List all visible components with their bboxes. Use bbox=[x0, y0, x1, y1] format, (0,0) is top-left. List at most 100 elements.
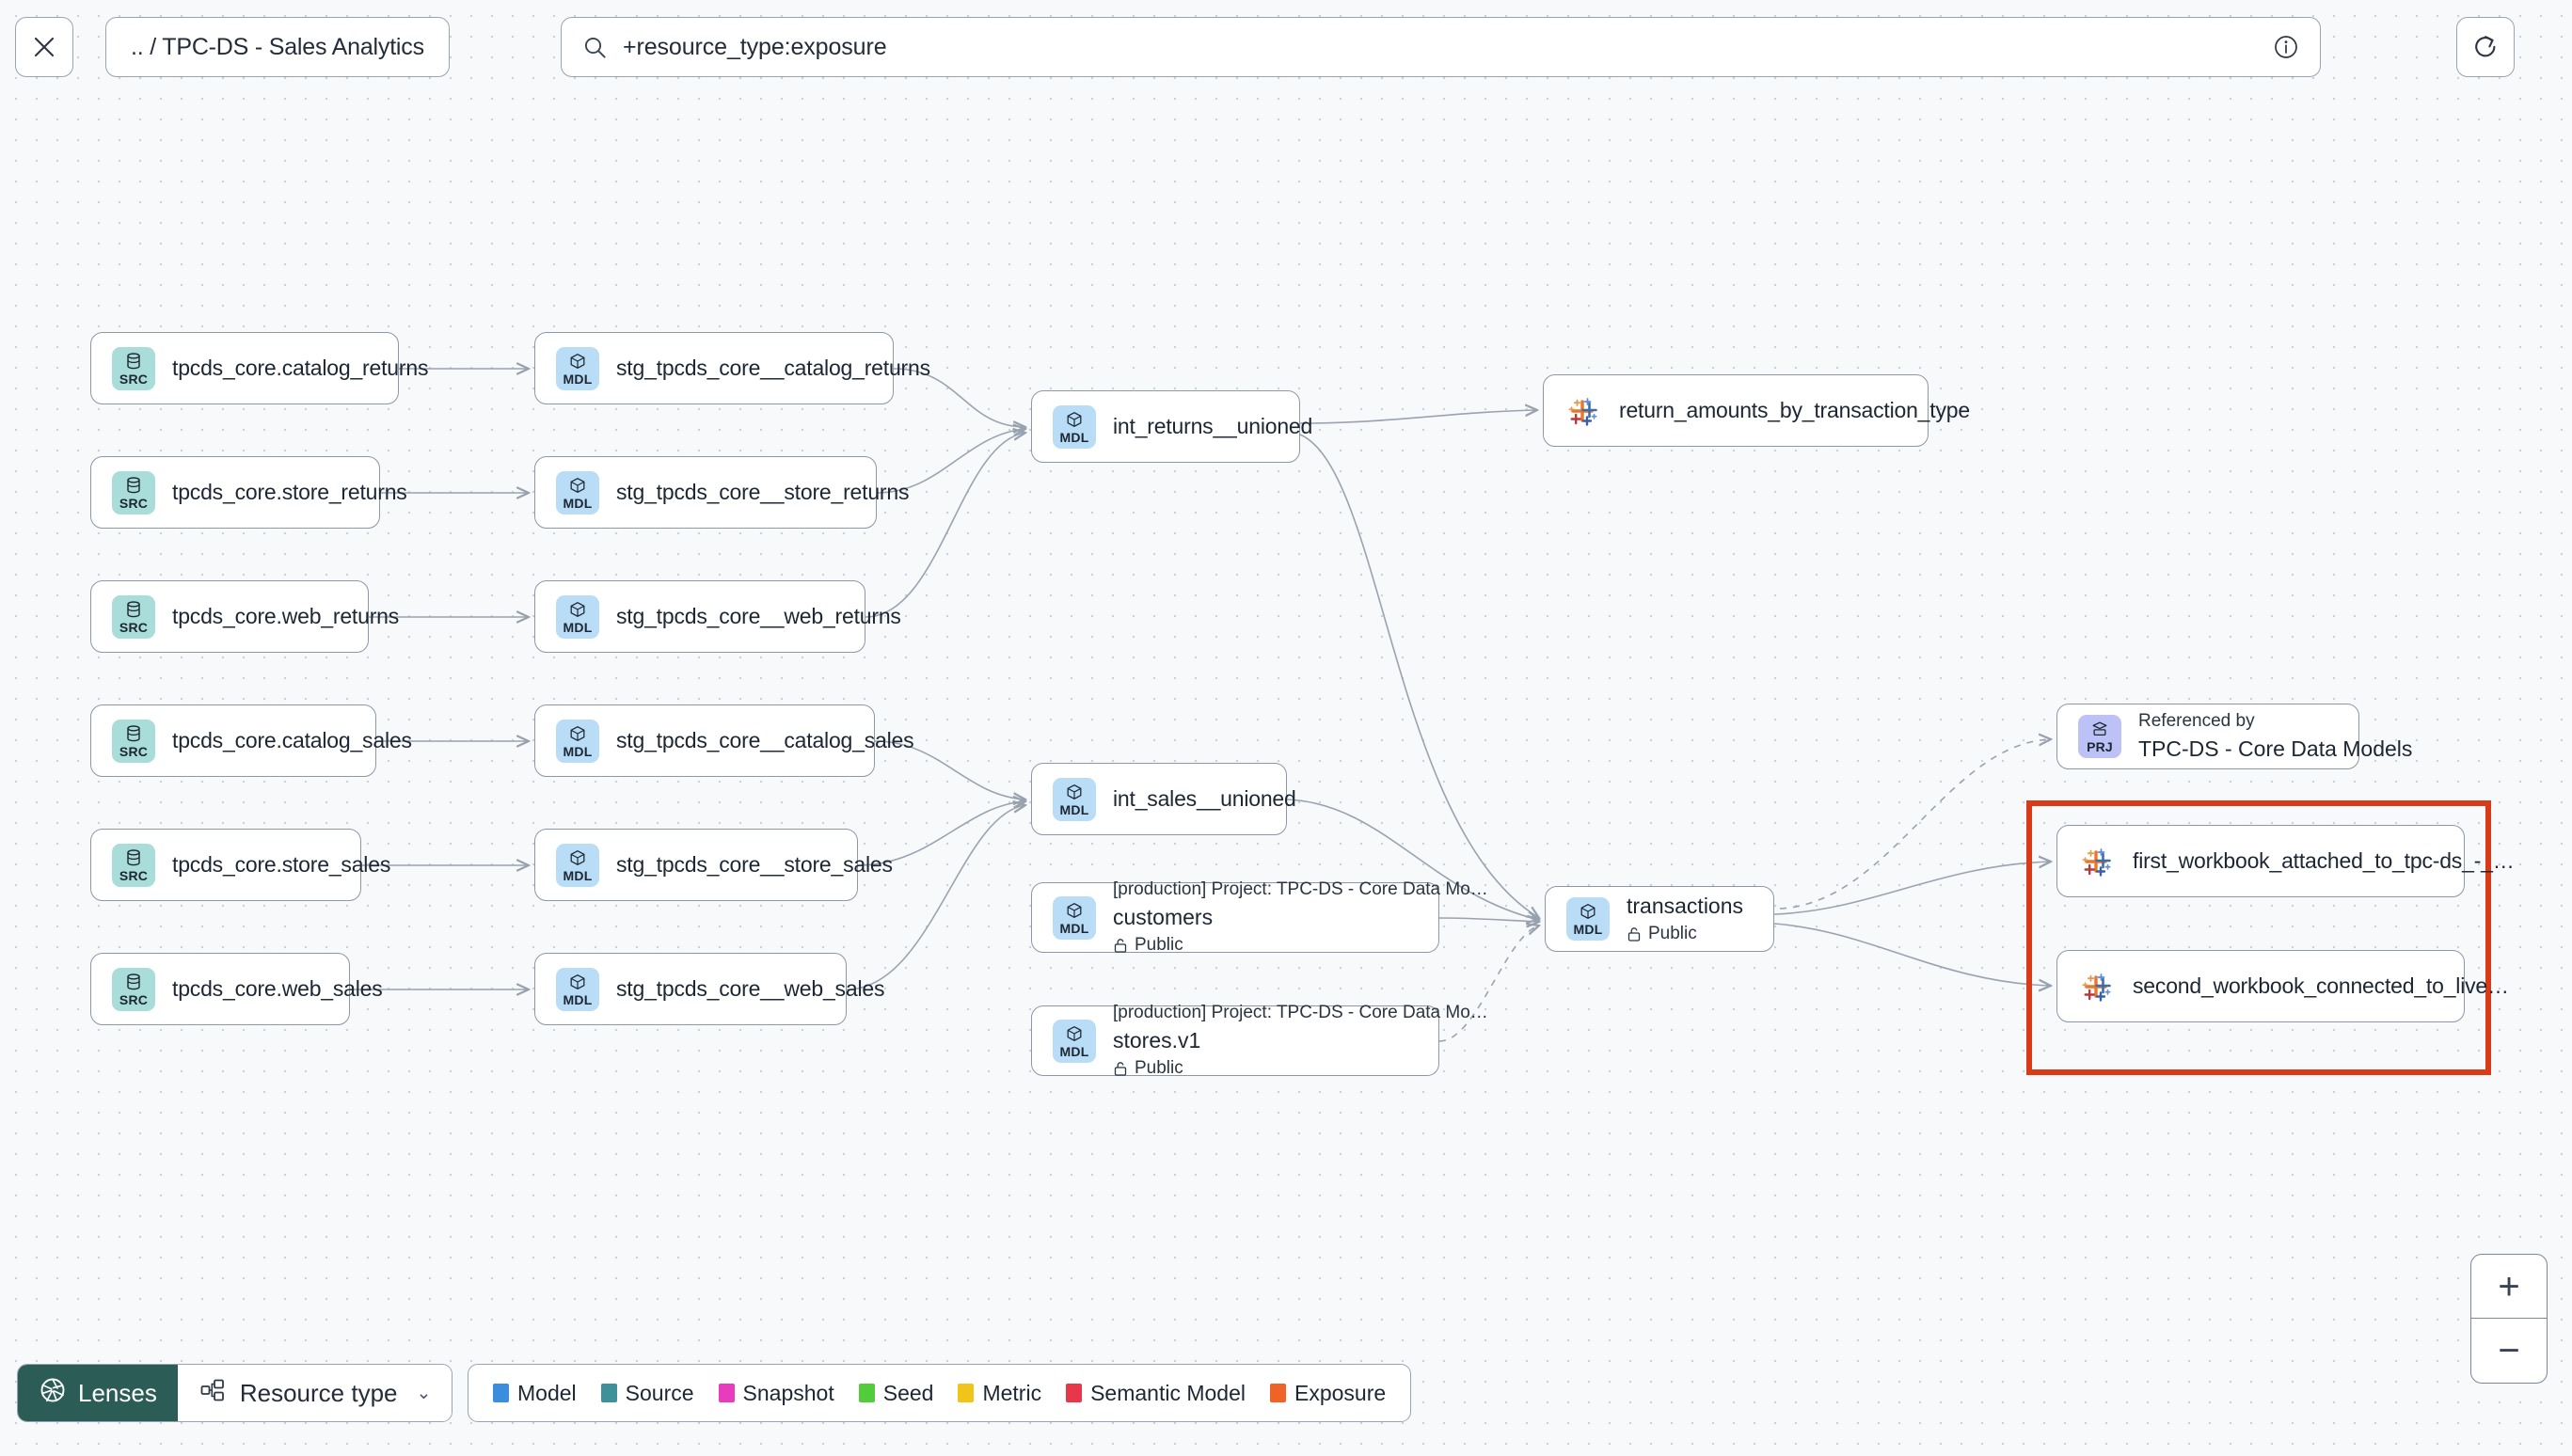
legend-label: Snapshot bbox=[742, 1380, 834, 1405]
breadcrumb[interactable]: .. / TPC-DS - Sales Analytics bbox=[105, 17, 450, 77]
badge-label: SRC bbox=[119, 495, 149, 511]
project-badge-icon: PRJ bbox=[2078, 715, 2121, 758]
badge-label: SRC bbox=[119, 619, 149, 635]
unlock-icon bbox=[1627, 926, 1641, 942]
node-label: int_returns__unioned bbox=[1113, 414, 1313, 438]
graph-node[interactable]: SRC tpcds_core.catalog_sales bbox=[90, 704, 412, 777]
graph-node[interactable]: MDL int_sales__unioned bbox=[1031, 763, 1296, 835]
graph-node[interactable]: MDL stg_tpcds_core__store_sales bbox=[534, 829, 893, 901]
graph-node[interactable]: MDL [production] Project: TPC-DS - Core … bbox=[1031, 879, 1488, 955]
graph-node[interactable]: SRC tpcds_core.web_sales bbox=[90, 953, 383, 1025]
chevron-down-icon: ⌄ bbox=[416, 1383, 432, 1403]
graph-node[interactable]: MDL stg_tpcds_core__web_sales bbox=[534, 953, 884, 1025]
source-badge-icon: SRC bbox=[112, 470, 155, 514]
legend-item-semantic-model[interactable]: Semantic Model bbox=[1066, 1381, 1246, 1406]
node-label: int_sales__unioned bbox=[1113, 786, 1296, 811]
legend-color-swatch bbox=[493, 1384, 509, 1402]
graph-node[interactable]: SRC tpcds_core.store_sales bbox=[90, 829, 390, 901]
bottom-bar: Lenses Resource type ⌄ Model Source bbox=[0, 1343, 2572, 1456]
node-label: stg_tpcds_core__catalog_returns bbox=[616, 356, 930, 380]
badge-label: MDL bbox=[563, 867, 593, 883]
unlock-icon bbox=[1114, 938, 1127, 953]
node-label: first_workbook_attached_to_tpc-ds_-_… bbox=[2133, 848, 2515, 873]
legend-item-source[interactable]: Source bbox=[600, 1381, 694, 1406]
source-badge-icon: SRC bbox=[112, 346, 155, 390]
legend-label: Metric bbox=[982, 1380, 1042, 1405]
badge-label: MDL bbox=[1573, 922, 1603, 937]
legend-item-snapshot[interactable]: Snapshot bbox=[718, 1380, 834, 1406]
node-label: tpcds_core.catalog_returns bbox=[172, 356, 429, 380]
graph-node[interactable]: SRC tpcds_core.store_returns bbox=[90, 456, 407, 529]
source-badge-icon: SRC bbox=[112, 719, 155, 763]
graph-node-exposure[interactable]: return_amounts_by_transaction_type bbox=[1543, 374, 1970, 447]
node-label: stg_tpcds_core__web_sales bbox=[616, 976, 885, 1001]
source-badge-icon: SRC bbox=[112, 967, 155, 1011]
zoom-in-button[interactable]: + bbox=[2471, 1255, 2547, 1319]
lenses-control-group: Lenses Resource type ⌄ bbox=[17, 1364, 453, 1422]
node-label: tpcds_core.web_returns bbox=[172, 604, 400, 628]
legend-item-model[interactable]: Model bbox=[493, 1381, 577, 1406]
node-access-label: Public bbox=[1135, 935, 1183, 955]
model-badge-icon: MDL bbox=[1053, 1019, 1096, 1063]
badge-label: MDL bbox=[563, 991, 593, 1007]
graph-node[interactable]: SRC tpcds_core.catalog_returns bbox=[90, 332, 428, 404]
node-label: stores.v1 bbox=[1113, 1028, 1201, 1052]
graph-node-exposure[interactable]: first_workbook_attached_to_tpc-ds_-_… bbox=[2056, 825, 2515, 897]
graph-node[interactable]: MDL stg_tpcds_core__web_returns bbox=[534, 580, 901, 653]
node-access-label: Public bbox=[1648, 924, 1697, 943]
resource-type-legend: Model Source Snapshot Seed Metric Semant… bbox=[468, 1364, 1412, 1422]
refresh-icon bbox=[2475, 36, 2496, 57]
resource-type-dropdown[interactable]: Resource type ⌄ bbox=[177, 1365, 452, 1421]
tableau-icon bbox=[1564, 392, 1602, 430]
close-icon bbox=[34, 37, 55, 57]
search-query-value: +resource_type:exposure bbox=[623, 33, 887, 60]
search-icon bbox=[582, 35, 608, 60]
model-badge-icon: MDL bbox=[556, 346, 599, 390]
top-bar: .. / TPC-DS - Sales Analytics +resource_… bbox=[0, 0, 2572, 110]
graph-node[interactable]: MDL transactions Public bbox=[1545, 886, 1774, 952]
graph-node[interactable]: PRJ Referenced by TPC-DS - Core Data Mod… bbox=[2056, 704, 2412, 769]
aperture-icon bbox=[39, 1376, 67, 1411]
node-access-badge: Public bbox=[1627, 924, 1743, 944]
refresh-button[interactable] bbox=[2456, 17, 2515, 77]
node-label: return_amounts_by_transaction_type bbox=[1619, 398, 1970, 422]
legend-label: Semantic Model bbox=[1090, 1380, 1246, 1405]
model-badge-icon: MDL bbox=[1053, 895, 1096, 940]
graph-node[interactable]: MDL stg_tpcds_core__catalog_returns bbox=[534, 332, 930, 404]
search-input[interactable]: +resource_type:exposure bbox=[561, 17, 2321, 77]
lenses-button[interactable]: Lenses bbox=[18, 1365, 178, 1421]
badge-label: MDL bbox=[563, 371, 593, 387]
graph-node[interactable]: MDL [production] Project: TPC-DS - Core … bbox=[1031, 1003, 1488, 1078]
legend-item-seed[interactable]: Seed bbox=[858, 1380, 934, 1406]
legend-item-metric[interactable]: Metric bbox=[958, 1381, 1041, 1406]
info-icon[interactable] bbox=[2273, 34, 2299, 60]
node-label: tpcds_core.catalog_sales bbox=[172, 728, 412, 752]
legend-item-exposure[interactable]: Exposure bbox=[1270, 1381, 1386, 1406]
close-button[interactable] bbox=[15, 17, 73, 77]
badge-label: MDL bbox=[563, 495, 593, 511]
legend-label: Seed bbox=[882, 1380, 934, 1405]
node-label: stg_tpcds_core__catalog_sales bbox=[616, 728, 914, 752]
graph-node[interactable]: MDL stg_tpcds_core__store_returns bbox=[534, 456, 909, 529]
graph-node-exposure[interactable]: second_workbook_connected_to_live… bbox=[2056, 950, 2509, 1022]
node-label: stg_tpcds_core__web_returns bbox=[616, 604, 901, 628]
graph-node[interactable]: MDL stg_tpcds_core__catalog_sales bbox=[534, 704, 914, 777]
tableau-icon bbox=[2078, 843, 2116, 880]
model-badge-icon: MDL bbox=[556, 470, 599, 514]
graph-node[interactable]: MDL int_returns__unioned bbox=[1031, 390, 1312, 463]
node-access-badge: Public bbox=[1113, 935, 1488, 956]
node-label: stg_tpcds_core__store_returns bbox=[616, 480, 910, 504]
badge-label: MDL bbox=[563, 619, 593, 635]
source-badge-icon: SRC bbox=[112, 843, 155, 887]
graph-node[interactable]: SRC tpcds_core.web_returns bbox=[90, 580, 399, 653]
zoom-out-button[interactable]: − bbox=[2498, 1330, 2520, 1371]
badge-label: SRC bbox=[119, 991, 149, 1007]
badge-label: MDL bbox=[563, 743, 593, 759]
badge-label: SRC bbox=[119, 743, 149, 759]
badge-label: SRC bbox=[119, 867, 149, 883]
legend-color-swatch bbox=[1270, 1384, 1286, 1402]
badge-label: MDL bbox=[1059, 801, 1089, 817]
badge-label: MDL bbox=[1059, 1043, 1089, 1059]
node-project-label: [production] Project: TPC-DS - Core Data… bbox=[1113, 879, 1488, 899]
